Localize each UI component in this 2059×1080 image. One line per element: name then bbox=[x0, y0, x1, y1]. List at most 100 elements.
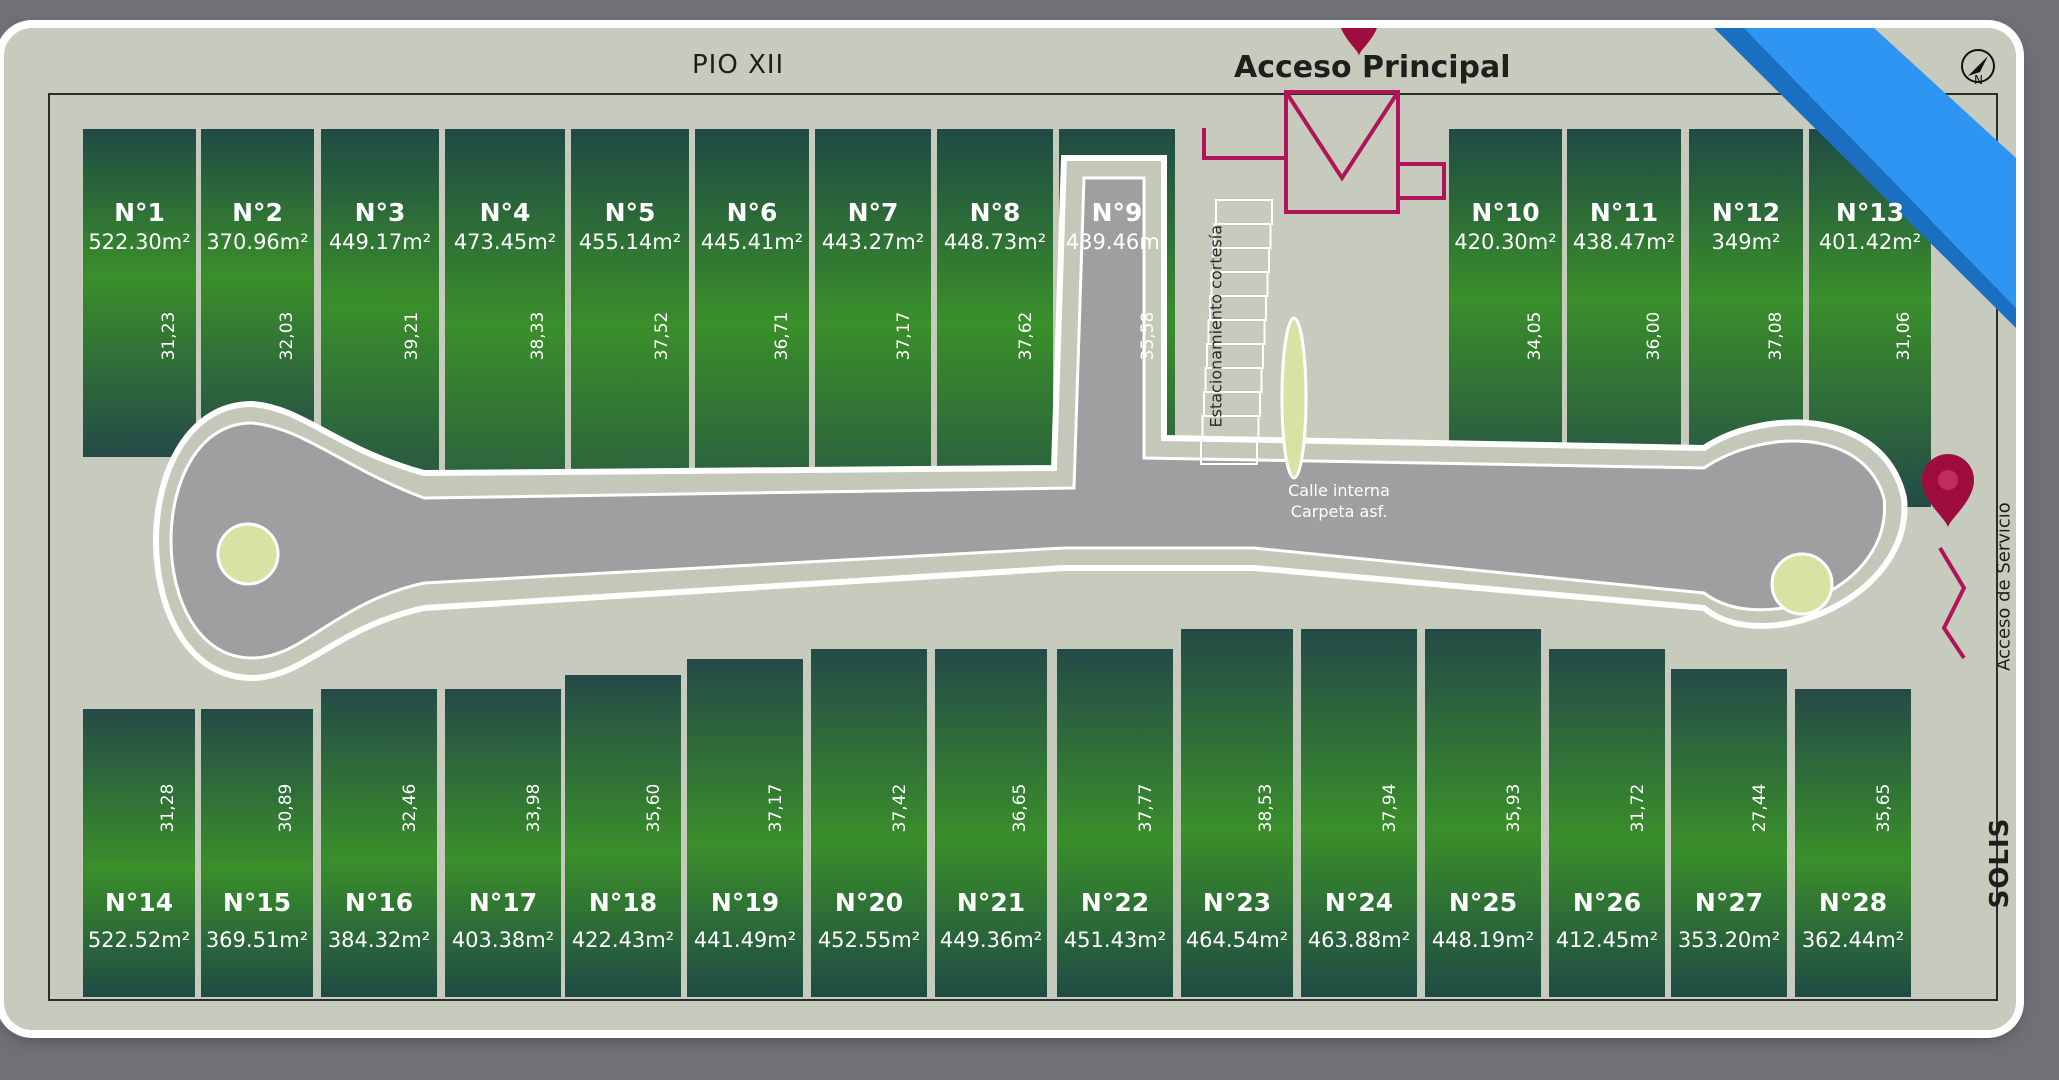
lot-frontage: 37,52 bbox=[652, 311, 672, 361]
lot-area: 443.27m² bbox=[821, 230, 925, 254]
lot-area: 441.49m² bbox=[693, 928, 797, 952]
lot-number: N°4 bbox=[479, 198, 531, 227]
lot-frontage: 35,93 bbox=[1504, 783, 1524, 833]
lot-frontage: 35,60 bbox=[644, 783, 664, 833]
lot-frontage: 31,23 bbox=[159, 311, 179, 361]
lot-area: 438.47m² bbox=[1572, 230, 1676, 254]
lot-number: N°15 bbox=[222, 888, 292, 917]
lot-area: 448.73m² bbox=[943, 230, 1047, 254]
lot-number: N°21 bbox=[956, 888, 1026, 917]
lot-area: 439.46m² bbox=[1065, 230, 1169, 254]
lot-frontage: 32,03 bbox=[277, 311, 297, 361]
internal-road-line2: Carpeta asf. bbox=[1290, 502, 1388, 521]
lot-parcel[interactable] bbox=[563, 673, 683, 999]
lot-frontage: 30,89 bbox=[276, 783, 296, 833]
lot-number: N°16 bbox=[344, 888, 414, 917]
lot-area: 445.41m² bbox=[700, 230, 804, 254]
lot-number: N°8 bbox=[969, 198, 1021, 227]
lot-area: 455.14m² bbox=[578, 230, 682, 254]
lot-number: N°26 bbox=[1572, 888, 1642, 917]
median-island bbox=[1280, 316, 1308, 480]
lot-number: N°5 bbox=[604, 198, 656, 227]
main-gate bbox=[1202, 90, 1446, 214]
main-access-pin bbox=[1341, 28, 1377, 56]
lot-area: 451.43m² bbox=[1063, 928, 1167, 952]
svg-text:N: N bbox=[1974, 73, 1983, 87]
lot-parcel[interactable] bbox=[319, 687, 439, 999]
lot-number: N°19 bbox=[710, 888, 780, 917]
site-plan-frame: N PIO XII Acceso Principal SOLIS Acceso … bbox=[4, 28, 2016, 1030]
lot-number: N°24 bbox=[1324, 888, 1394, 917]
lot-frontage: 27,44 bbox=[1750, 783, 1770, 833]
site-plan-map: N bbox=[48, 28, 2016, 1001]
lot-parcel[interactable] bbox=[443, 687, 563, 999]
service-access-label: Acceso de Servicio bbox=[1993, 502, 2015, 671]
lot-number: N°20 bbox=[834, 888, 904, 917]
lot-number: N°22 bbox=[1080, 888, 1150, 917]
lot-parcel[interactable] bbox=[1299, 627, 1419, 999]
lot-area: 369.51m² bbox=[205, 928, 309, 952]
lot-number: N°25 bbox=[1448, 888, 1518, 917]
lot-number: N°13 bbox=[1835, 198, 1905, 227]
lot-parcel[interactable] bbox=[199, 707, 315, 999]
lot-frontage: 37,08 bbox=[1766, 311, 1786, 361]
lot-number: N°7 bbox=[847, 198, 899, 227]
lot-area: 448.19m² bbox=[1431, 928, 1535, 952]
lot-area: 449.36m² bbox=[939, 928, 1043, 952]
lot-frontage: 36,65 bbox=[1010, 783, 1030, 833]
internal-road-line1: Calle interna bbox=[1288, 481, 1390, 500]
parking-stall bbox=[1215, 199, 1273, 225]
lot-parcel[interactable] bbox=[1793, 687, 1913, 999]
lot-frontage: 39,21 bbox=[402, 311, 422, 361]
lot-area: 522.30m² bbox=[88, 230, 191, 254]
lot-area: 384.32m² bbox=[327, 928, 431, 952]
lot-frontage: 32,46 bbox=[400, 783, 420, 833]
internal-road-label: Calle interna Carpeta asf. bbox=[1274, 480, 1404, 522]
lot-parcel[interactable] bbox=[933, 647, 1049, 999]
lot-area: 370.96m² bbox=[206, 230, 309, 254]
lot-parcel[interactable] bbox=[1423, 627, 1543, 999]
lot-number: N°3 bbox=[354, 198, 406, 227]
lot-parcel[interactable] bbox=[685, 657, 805, 999]
lot-number: N°1 bbox=[114, 198, 165, 227]
lot-number: N°9 bbox=[1091, 198, 1143, 227]
lot-number: N°2 bbox=[232, 198, 283, 227]
lot-area: 420.30m² bbox=[1454, 230, 1557, 254]
lot-frontage: 37,17 bbox=[766, 783, 786, 833]
lot-frontage: 35,65 bbox=[1874, 783, 1894, 833]
lot-frontage: 38,53 bbox=[1256, 783, 1276, 833]
lot-number: N°17 bbox=[468, 888, 538, 917]
lot-area: 362.44m² bbox=[1801, 928, 1905, 952]
lot-frontage: 37,77 bbox=[1136, 783, 1156, 833]
internal-road bbox=[153, 155, 1908, 682]
main-access-label: Acceso Principal bbox=[1234, 50, 1511, 85]
corner-ribbon bbox=[1714, 28, 2016, 328]
lot-parcel[interactable] bbox=[81, 707, 197, 999]
lot-parcel[interactable] bbox=[1055, 647, 1175, 999]
lot-area: 401.42m² bbox=[1818, 230, 1922, 254]
lot-parcel[interactable] bbox=[1669, 667, 1789, 999]
lots-bottom-row bbox=[81, 627, 1913, 999]
lot-frontage: 31,72 bbox=[1628, 783, 1648, 833]
lot-area: 353.20m² bbox=[1677, 928, 1781, 952]
lot-number: N°18 bbox=[588, 888, 658, 917]
lot-area: 522.52m² bbox=[87, 928, 191, 952]
lot-parcel[interactable] bbox=[1547, 647, 1667, 999]
lot-area: 412.45m² bbox=[1555, 928, 1659, 952]
street-north-label: PIO XII bbox=[692, 50, 785, 80]
lot-parcel[interactable] bbox=[319, 127, 441, 521]
property-boundary bbox=[48, 93, 1998, 1001]
lot-parcel[interactable] bbox=[809, 647, 929, 999]
lot-number: N°14 bbox=[104, 888, 174, 917]
lot-parcel[interactable] bbox=[1179, 627, 1295, 999]
lot-frontage: 37,42 bbox=[890, 783, 910, 833]
lot-number: N°10 bbox=[1471, 198, 1540, 227]
parking-stall bbox=[1200, 439, 1258, 465]
lot-frontage: 33,98 bbox=[524, 783, 544, 833]
lot-frontage: 36,71 bbox=[772, 311, 792, 361]
courtesy-parking bbox=[1200, 199, 1273, 465]
north-arrow-icon: N bbox=[1961, 49, 1995, 87]
lot-area: 473.45m² bbox=[453, 230, 557, 254]
lot-parcel[interactable] bbox=[81, 127, 198, 459]
lot-number: N°11 bbox=[1589, 198, 1659, 227]
